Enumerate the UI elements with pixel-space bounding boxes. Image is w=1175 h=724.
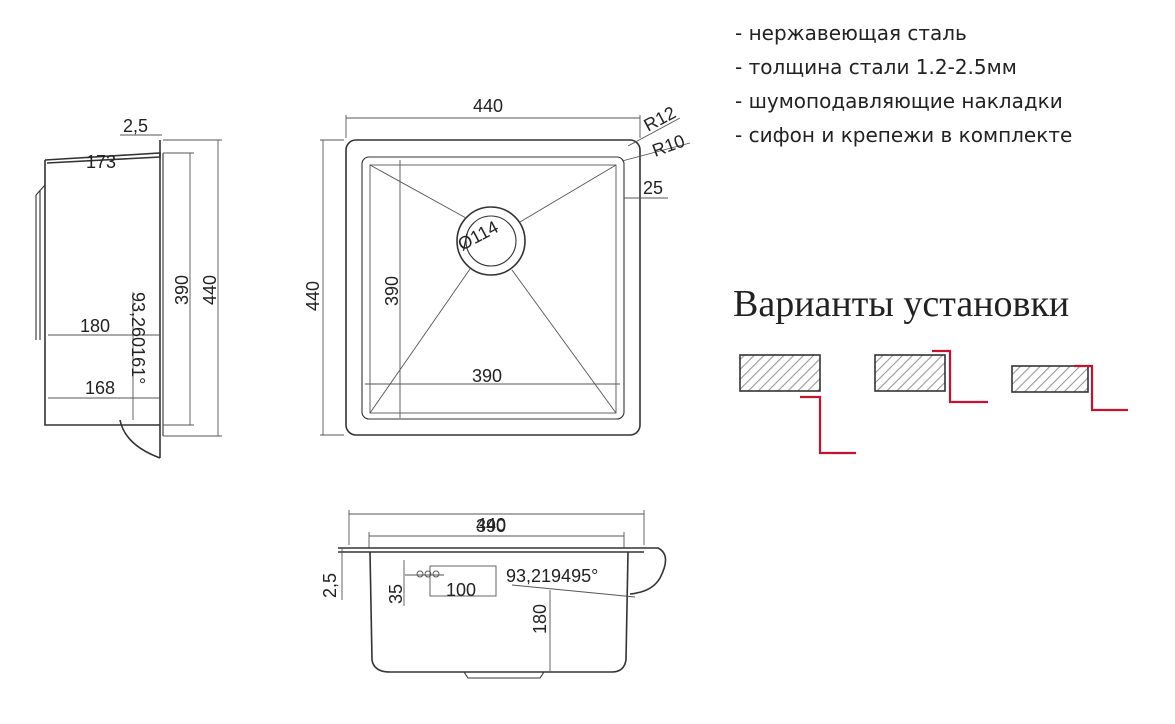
top-view: 440 440 R12 R10 25 Ø114 390 390 xyxy=(303,96,691,436)
installation-variant-3 xyxy=(1011,364,1128,412)
front-dim-440: 440 xyxy=(476,515,506,535)
front-dim-180: 180 xyxy=(530,604,550,634)
top-dim-440-width: 440 xyxy=(473,96,503,116)
front-dim-390: 390 xyxy=(476,516,506,536)
feature-item: - шумоподавляющие накладки xyxy=(735,89,1063,113)
side-view: 2,5 173 180 168 390 440 93,260161° xyxy=(35,116,222,459)
side-dim-173: 173 xyxy=(86,152,116,172)
front-dim-35: 35 xyxy=(386,584,406,604)
side-dim-390: 390 xyxy=(172,275,192,305)
installation-variant-2 xyxy=(874,349,988,404)
side-dim-440: 440 xyxy=(200,275,220,305)
front-dim-angle: 93,219495° xyxy=(506,566,598,586)
side-dim-angle: 93,260161° xyxy=(128,292,148,384)
side-dim-180: 180 xyxy=(80,316,110,336)
top-dim-r12: R12 xyxy=(640,102,679,135)
top-dim-390-inner-width: 390 xyxy=(472,366,502,386)
feature-item: - толщина стали 1.2-2.5мм xyxy=(735,55,1017,79)
front-dim-2-5: 2,5 xyxy=(320,573,340,598)
front-view: 440 390 2,5 35 100 93,219495° 180 xyxy=(320,510,667,679)
feature-item: - нержавеющая сталь xyxy=(735,21,967,45)
top-dim-r10: R10 xyxy=(650,131,688,161)
feature-item: - сифон и крепежи в комплекте xyxy=(735,123,1073,147)
side-dim-2-5: 2,5 xyxy=(123,116,148,136)
top-dim-390-inner-depth: 390 xyxy=(382,276,402,306)
installation-variants-title: Варианты установки xyxy=(733,283,1070,325)
feature-list: - нержавеющая сталь - толщина стали 1.2-… xyxy=(735,16,1072,152)
top-dim-25: 25 xyxy=(643,178,663,198)
front-dim-100: 100 xyxy=(446,580,476,600)
side-dim-168: 168 xyxy=(85,378,115,398)
installation-variant-1 xyxy=(739,354,856,455)
top-dim-440-depth: 440 xyxy=(303,281,323,311)
